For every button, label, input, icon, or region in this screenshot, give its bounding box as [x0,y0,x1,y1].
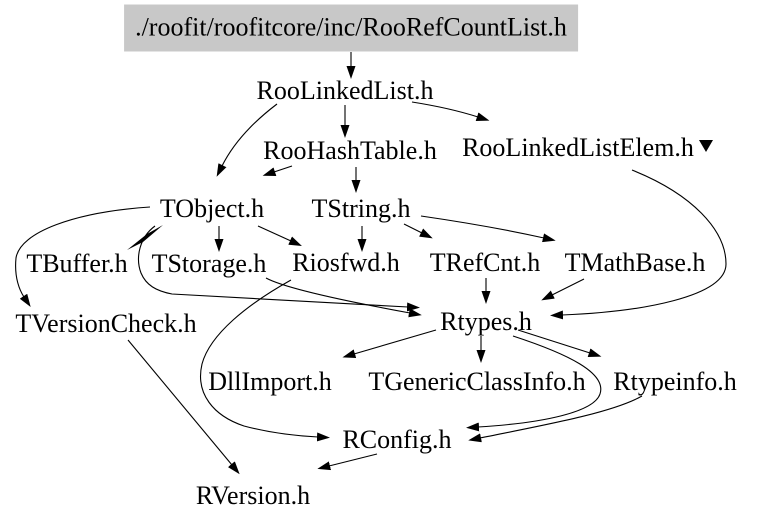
node-tgenericclassinfo[interactable]: TGenericClassInfo.h [368,367,586,396]
edge-rtypes-dllimport [342,329,437,359]
edge-rconfig-rversion [317,453,378,471]
node-rtypes[interactable]: Rtypes.h [440,307,532,336]
edge-rtypeinfo-rconfig [468,395,643,443]
roolinkedlistelem-side-arrowhead [699,140,713,152]
node-tversioncheck[interactable]: TVersionCheck.h [15,309,197,338]
edge-riosfwd-rconfig [200,279,330,442]
edge-roolinkedlist-roolinkedlistelem [411,101,490,121]
tbuffer-tobject-double-arrowhead [127,225,163,250]
node-rversion[interactable]: RVersion.h [195,481,311,510]
node-tmathbase[interactable]: TMathBase.h [564,248,706,277]
node-tstorage[interactable]: TStorage.h [151,249,267,278]
edge-tobject-tversioncheck [15,206,151,307]
node-riosfwd[interactable]: Riosfwd.h [292,248,400,277]
edge-roohashtable-tobject [262,165,293,176]
node-roolinkedlistelem[interactable]: RooLinkedListElem.h [462,133,694,162]
edge-tstring-tmathbase [420,215,556,243]
node-rtypeinfo[interactable]: Rtypeinfo.h [613,367,737,396]
node-tbuffer[interactable]: TBuffer.h [26,249,128,278]
edge-tstorage-rtypes [265,277,422,318]
edge-tversioncheck-rversion [127,339,240,475]
node-dllimport[interactable]: DllImport.h [208,367,332,396]
edge-rtypes-rconfig [466,335,602,432]
edge-tstring-trefcnt [403,223,433,239]
edge-roolinkedlist-tobject [216,103,278,177]
edge-rtypes-rtypeinfo [517,329,602,357]
edge-tmathbase-rtypes [541,278,585,301]
node-tstring[interactable]: TString.h [311,194,411,223]
node-trefcnt[interactable]: TRefCnt.h [429,248,541,277]
node-tobject[interactable]: TObject.h [159,194,265,223]
node-rconfig[interactable]: RConfig.h [342,425,452,454]
node-refcountlist: ./roofit/roofitcore/inc/RooRefCountList.… [124,4,578,52]
node-roolinkedlist[interactable]: RooLinkedList.h [256,76,434,105]
edge-roolinkedlistelem-rtypes [550,169,727,320]
edge-tobject-riosfwd [257,225,302,246]
node-roohashtable[interactable]: RooHashTable.h [263,136,437,165]
